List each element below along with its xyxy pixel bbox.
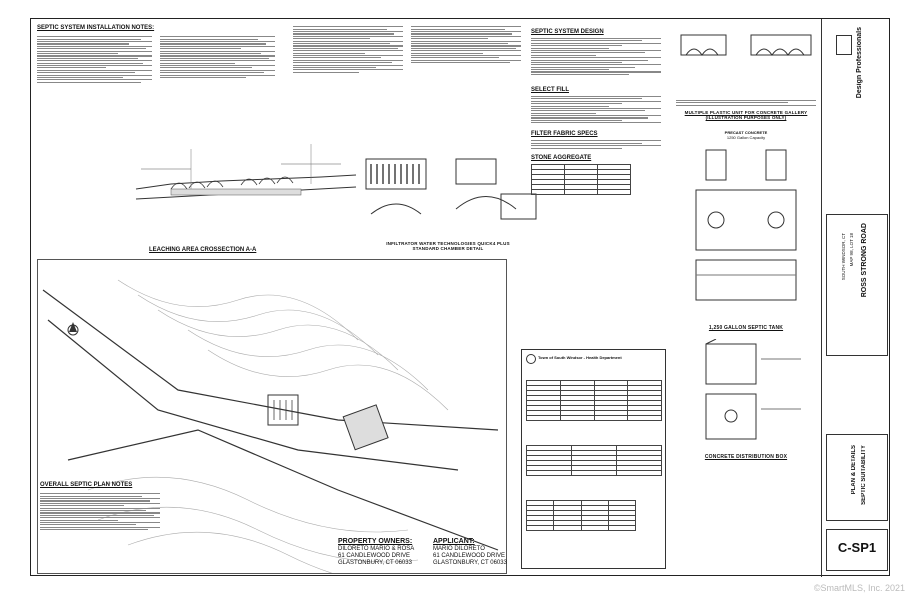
health-dept-table-2 [526,445,662,476]
project-name: ROSS STRONG ROAD [861,223,868,298]
firm-logo-icon [836,35,852,55]
applicant-block: APPLICANT: MARIO DILORETO 61 CANDLEWOOD … [433,538,507,567]
infiltrator-title: INFILTRATOR WATER TECHNOLOGIES QUICK4 PL… [386,241,510,251]
sheet-title-2: PLAN & DETAILS [851,445,857,495]
project-sub1: MAP 98, LOT 18 [849,233,854,267]
septic-tank-title: 1,250 GALLON SEPTIC TANK [708,324,784,331]
installation-notes: SEPTIC SYSTEM INSTALLATION NOTES: [37,25,287,160]
precast-title: PRECAST CONCRETE [724,129,768,135]
septic-tank-drawing [695,149,797,301]
septic-design-column: SEPTIC SYSTEM DESIGN SELECT FILL FILTER … [531,29,661,349]
sheet-number: C-SP1 [837,540,877,555]
sheet-number-block: C-SP1 [826,529,888,571]
select-fill-title: SELECT FILL [531,86,569,93]
property-owners-block: PROPERTY OWNERS: DILORETO MARIO & ROSA 6… [338,538,414,567]
town-seal-icon [526,354,536,364]
project-sub2: SOUTH WINDSOR, CT [841,233,846,281]
overall-notes-title: OVERALL SEPTIC PLAN NOTES [40,482,133,488]
distribution-box-drawing [705,338,801,440]
title-block: Design Professionals ROSS STRONG ROAD MA… [821,19,891,577]
sheet-title-1: SEPTIC SUITABILITY [861,445,867,505]
applicant-name: MARIO DILORETO [433,546,485,552]
drawing-sheet: SEPTIC SYSTEM INSTALLATION NOTES: [30,18,891,588]
property-owners-addr1: 61 CANDLEWOOD DRIVE [338,553,411,559]
leaching-crosssection-drawing [135,144,357,200]
health-dept-table-1 [526,380,662,421]
applicant-addr2: GLASTONBURY, CT 06033 [433,560,507,566]
stone-aggregate-title: STONE AGGREGATE [531,154,592,161]
site-plan: OVERALL SEPTIC PLAN NOTES PROPERTY OWNER… [37,259,507,588]
health-dept-form: Town of South Windsor - Health Departmen… [521,349,666,569]
sheet-title-block: SEPTIC SUITABILITY PLAN & DETAILS [826,434,888,521]
filter-fabric-title: FILTER FABRIC SPECS [531,131,598,138]
watermark: ©SmartMLS, Inc. 2021 [813,583,905,593]
firm-block: Design Professionals [826,25,886,120]
overall-notes-text [40,492,160,532]
health-dept-table-3 [525,500,637,531]
leaching-crosssection-title: LEACHING AREA CROSSECTION A-A [149,247,257,253]
installation-notes-col4 [411,25,521,145]
property-owners-label: PROPERTY OWNERS: [338,538,413,545]
applicant-label: APPLICANT: [433,538,475,545]
distribution-box-title: CONCRETE DISTRIBUTION BOX [704,453,788,460]
firm-name: Design Professionals [856,27,863,99]
infiltrator-chamber-drawing [365,158,537,220]
health-dept-title: Town of South Windsor - Health Departmen… [538,355,622,360]
applicant-addr1: 61 CANDLEWOOD DRIVE [433,553,506,559]
property-owners-addr2: GLASTONBURY, CT 06033 [338,560,412,566]
septic-design-title: SEPTIC SYSTEM DESIGN [531,29,604,35]
stone-aggregate-table [531,163,631,195]
installation-notes-continued [293,25,403,145]
gallery-drawing [680,34,812,56]
installation-notes-title: SEPTIC SYSTEM INSTALLATION NOTES: [37,25,155,31]
project-block: ROSS STRONG ROAD MAP 98, LOT 18 SOUTH WI… [826,214,888,356]
site-plan-drawing [42,279,499,588]
precast-subtitle: 1250 Gallon Capacity [726,134,766,140]
property-owners-name: DILORETO MARIO & ROSA [338,546,415,552]
gallery-title: MULTIPLE PLASTIC UNIT FOR CONCRETE GALLE… [684,109,808,120]
detail-column: MULTIPLE PLASTIC UNIT FOR CONCRETE GALLE… [676,25,816,565]
